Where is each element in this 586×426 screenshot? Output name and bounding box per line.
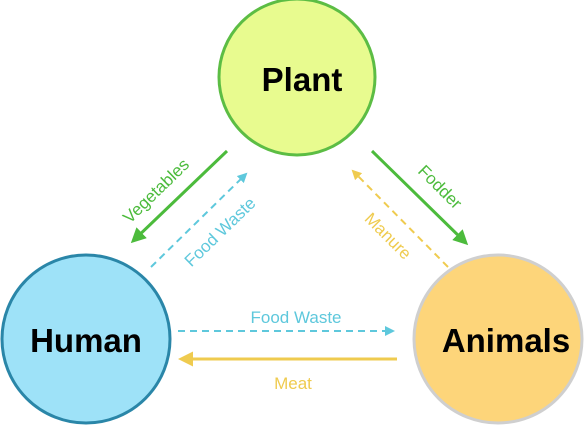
fodder-arrow: [370, 149, 469, 246]
plant-node: Plant: [217, 0, 377, 157]
human-node: Human: [0, 253, 172, 425]
vegetables-arrow: [130, 149, 229, 244]
meat-label: Meat: [274, 374, 312, 393]
human-circle: [0, 253, 172, 425]
food-waste-animals-label: Food Waste: [250, 308, 341, 327]
vegetables-label: Vegetables: [119, 155, 193, 227]
plant-label: Plant: [262, 61, 343, 98]
edge-food-waste-animals: Food Waste: [178, 308, 395, 336]
food-waste-plant-arrow: [150, 172, 248, 268]
food-waste-plant-label: Food Waste: [181, 194, 260, 271]
plant-circle: [217, 0, 377, 157]
fodder-label: Fodder: [414, 161, 466, 213]
manure-arrow: [351, 169, 449, 268]
animals-circle: [412, 253, 584, 425]
animals-node: Animals: [412, 253, 584, 425]
human-label: Human: [30, 322, 142, 359]
animals-label: Animals: [442, 322, 570, 359]
manure-label: Manure: [361, 209, 415, 263]
edge-meat: Meat: [178, 351, 397, 393]
